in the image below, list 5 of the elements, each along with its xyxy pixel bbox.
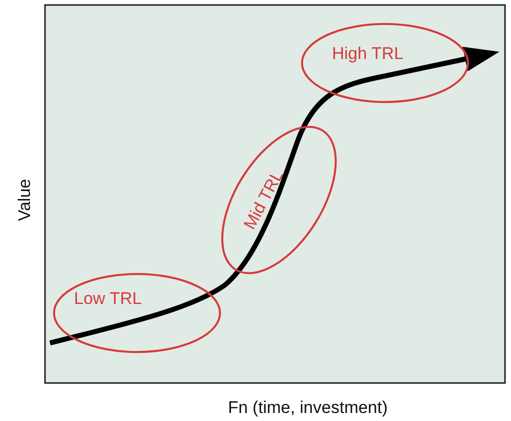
stage-label: High TRL <box>332 44 404 64</box>
stage-label: Mid TRL <box>240 167 288 233</box>
axis-title: Fn (time, investment) <box>228 398 388 418</box>
axis-title: Value <box>15 178 36 222</box>
stage-label: Low TRL <box>74 289 142 309</box>
